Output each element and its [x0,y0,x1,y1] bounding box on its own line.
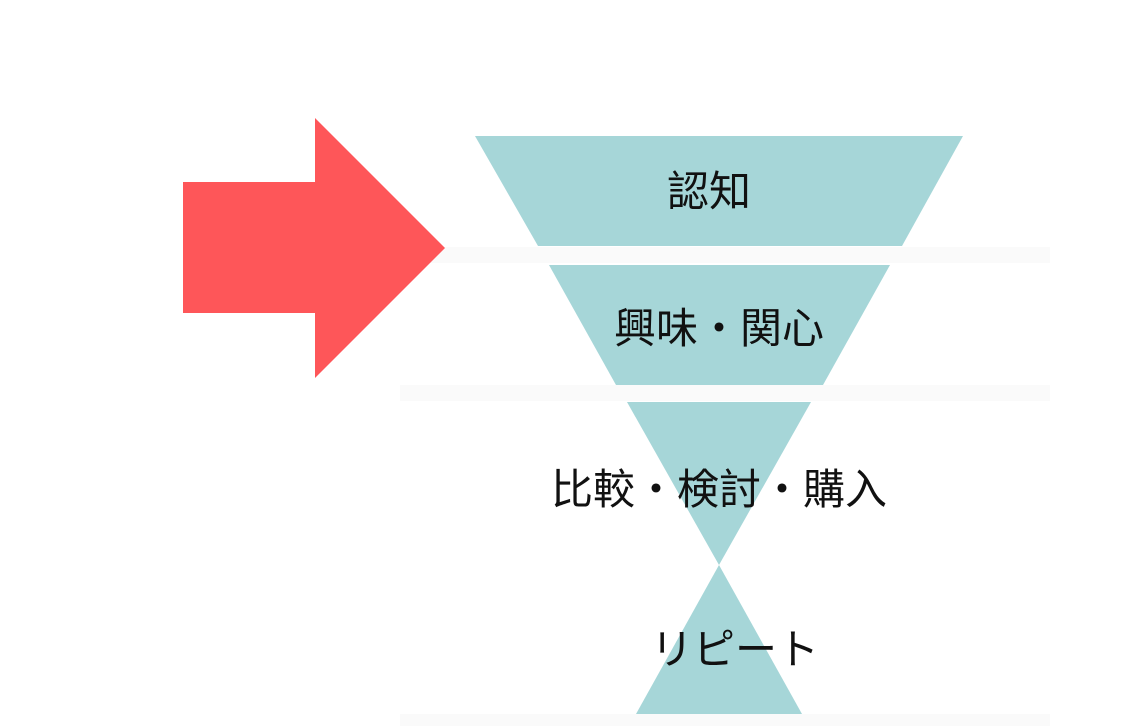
separator-band-2 [400,385,1050,401]
funnel-stage-interest [549,265,890,385]
stage-label-purchase: 比較・検討・購入 [551,465,887,514]
funnel-stage-awareness [475,136,963,246]
stage-label-interest: 興味・関心 [614,304,824,353]
arrow-right-icon [183,118,445,378]
stage-label-repeat: リピート [651,625,819,674]
separator-band-3 [400,714,1050,726]
funnel-stage-repeat [636,565,802,714]
funnel-stage-purchase [627,402,811,565]
separator-band-1 [400,247,1050,263]
stage-label-awareness: 認知 [667,167,751,216]
